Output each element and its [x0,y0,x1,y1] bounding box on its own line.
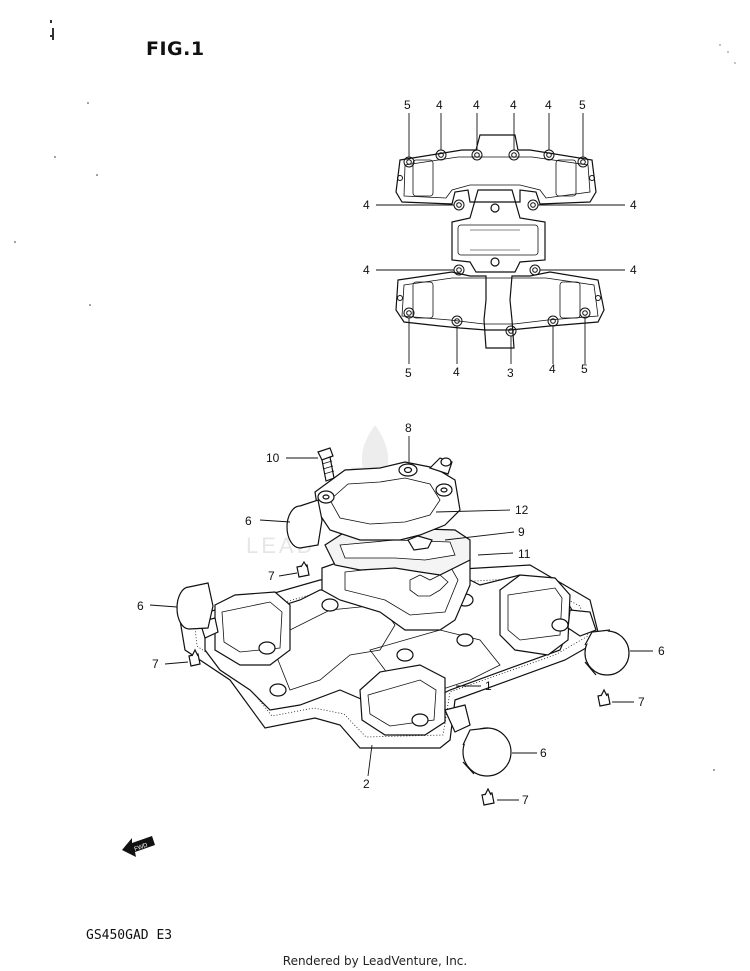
callout-6-left: 6 [137,599,144,613]
top-callouts: 5 4 4 4 4 5 4 4 4 4 5 4 3 4 5 [363,98,637,380]
callout-12: 12 [515,503,529,517]
callout-5-bottom-right: 5 [581,362,588,376]
callout-4-right-lower: 4 [630,263,637,277]
fwd-arrow-icon: FWD [122,836,155,857]
callout-3-bottom: 3 [507,366,514,380]
callout-4-top-c: 4 [510,98,517,112]
callout-4-top-b: 4 [473,98,480,112]
callout-9: 9 [518,525,525,539]
callout-4-top-a: 4 [436,98,443,112]
callout-4-left-lower: 4 [363,263,370,277]
callout-4-top-d: 4 [545,98,552,112]
callout-5-bottom-left: 5 [405,366,412,380]
callout-4-right-upper: 4 [630,198,637,212]
callout-7-left: 7 [152,657,159,671]
exploded-assembly [177,448,629,805]
callout-1: 1 [485,679,492,693]
model-code: GS450GAD E3 [86,928,173,943]
bolt-pattern-diagram [376,113,625,364]
figure-title: FIG.1 [146,38,205,60]
small-bolts [189,562,610,805]
callout-2: 2 [363,777,370,791]
render-credit: Rendered by LeadVenture, Inc. [282,954,468,968]
callout-7-upper: 7 [268,569,275,583]
callout-5-top-left: 5 [404,98,411,112]
callout-7-front: 7 [522,793,529,807]
callout-7-right: 7 [638,695,645,709]
main-callouts: 10 8 6 12 9 11 7 6 7 6 1 7 6 2 7 [137,421,665,807]
callout-6-front: 6 [540,746,547,760]
callout-6-upper: 6 [245,514,252,528]
callout-4-left-upper: 4 [363,198,370,212]
callout-8: 8 [405,421,412,435]
callout-10: 10 [266,451,280,465]
callout-6-right: 6 [658,644,665,658]
scan-specks [14,20,736,771]
callout-5-top-right: 5 [579,98,586,112]
main-leaders [150,436,653,800]
callout-4-bottom-b: 4 [549,362,556,376]
callout-11: 11 [518,547,531,561]
fwd-label: FWD [134,842,150,853]
end-caps [177,500,629,776]
callout-4-bottom-a: 4 [453,365,460,379]
